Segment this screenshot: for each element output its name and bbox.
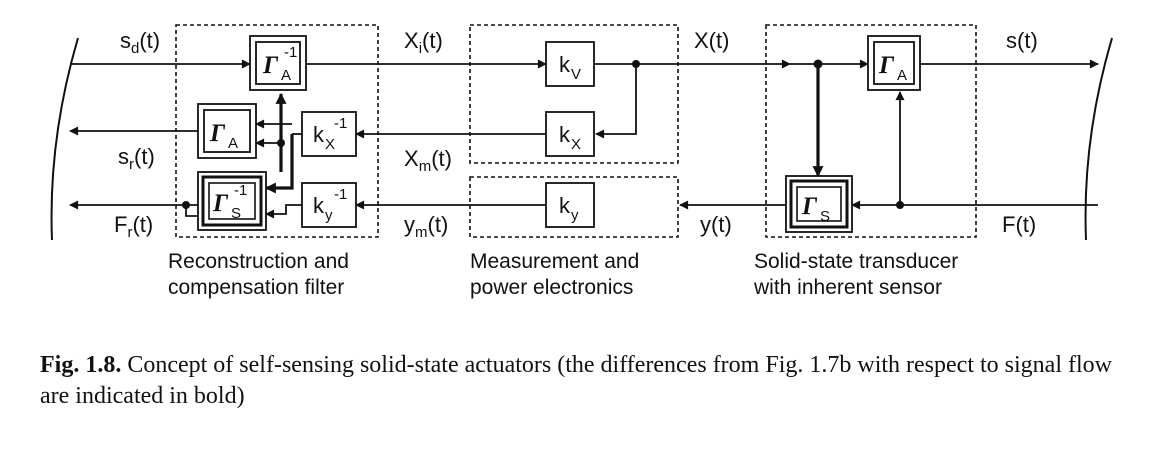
label-s: s(t) xyxy=(1006,28,1038,53)
left-bracket xyxy=(50,37,79,241)
label-xm: Xm(t) xyxy=(404,146,452,175)
kx-inv-sub: X xyxy=(325,136,335,153)
block-kv: k V xyxy=(545,41,595,87)
group-box-transducer xyxy=(765,24,977,238)
group-label-transducer-2: with inherent sensor xyxy=(753,276,942,299)
group-box-measurement-bottom xyxy=(469,176,679,238)
gamma-s-inv-sub: S xyxy=(231,205,241,222)
label-sr: sr(t) xyxy=(118,144,155,173)
ky-symbol: k xyxy=(559,193,571,218)
group-label-reconstruction-1: Reconstruction and xyxy=(168,250,349,273)
gamma-a-symbol: Γ xyxy=(878,52,895,79)
gamma-a-rec-symbol: Γ xyxy=(209,120,226,147)
block-ky: k y xyxy=(545,182,595,228)
caption-text: Concept of self-sensing solid-state actu… xyxy=(40,352,1112,409)
wire-kv-to-kx xyxy=(595,64,637,139)
ky-inv-sup: -1 xyxy=(334,186,347,203)
label-sd: sd(t) xyxy=(120,28,160,57)
block-gamma-s: Γ S xyxy=(785,175,853,233)
label-f: F(t) xyxy=(1002,212,1036,237)
label-ym: ym(t) xyxy=(404,212,448,241)
group-label-reconstruction-2: compensation filter xyxy=(168,276,344,299)
group-label-measurement-1: Measurement and xyxy=(470,250,639,273)
kx-inv-symbol: k xyxy=(313,122,325,147)
block-gamma-a-reconstruction: Γ A xyxy=(197,103,257,159)
figure-caption: Fig. 1.8. Concept of self-sensing solid-… xyxy=(40,350,1130,412)
gamma-a-sub: A xyxy=(897,67,907,84)
ky-inv-sub: y xyxy=(325,207,333,224)
kx-symbol: k xyxy=(559,122,571,147)
group-box-measurement-top xyxy=(469,24,679,164)
kv-symbol: k xyxy=(559,52,571,77)
group-label-measurement-2: power electronics xyxy=(470,276,633,299)
gamma-s-inv-sup: -1 xyxy=(234,182,247,199)
label-y: y(t) xyxy=(700,212,732,237)
kv-sub: V xyxy=(571,66,581,83)
kx-inv-sup: -1 xyxy=(334,115,347,132)
gamma-a-inv-sub: A xyxy=(281,67,291,84)
caption-label: Fig. 1.8. xyxy=(40,352,122,378)
group-label-transducer-1: Solid-state transducer xyxy=(754,250,958,273)
gamma-a-inv-symbol: Γ xyxy=(262,52,279,79)
wire-kyinv-out xyxy=(265,204,302,219)
block-gamma-a-inverse: Γ A -1 xyxy=(249,35,307,91)
ky-inv-symbol: k xyxy=(313,193,325,218)
block-ky-inverse: k y -1 xyxy=(301,182,357,228)
gamma-s-inv-symbol: Γ xyxy=(212,190,229,217)
block-diagram: Γ A -1 Γ A Γ S -1 k X -1 k y -1 k V k xyxy=(50,24,1113,299)
right-bracket xyxy=(1084,37,1113,241)
kx-sub: X xyxy=(571,136,581,153)
block-gamma-a: Γ A xyxy=(867,35,921,91)
wire-kxinv-to-gsinv-bold xyxy=(264,134,294,194)
gamma-s-symbol: Γ xyxy=(801,193,818,220)
block-kx-inverse: k X -1 xyxy=(301,111,357,157)
block-kx: k X xyxy=(545,111,595,157)
gamma-s-sub: S xyxy=(820,208,830,225)
label-x: X(t) xyxy=(694,28,729,53)
junction-x xyxy=(632,60,640,68)
label-fr: Fr(t) xyxy=(114,212,153,241)
gamma-a-inv-sup: -1 xyxy=(284,44,297,61)
ky-sub: y xyxy=(571,207,579,224)
block-gamma-s-inverse: Γ S -1 xyxy=(197,171,267,231)
label-xi: Xi(t) xyxy=(404,28,443,57)
gamma-a-rec-sub: A xyxy=(228,135,238,152)
